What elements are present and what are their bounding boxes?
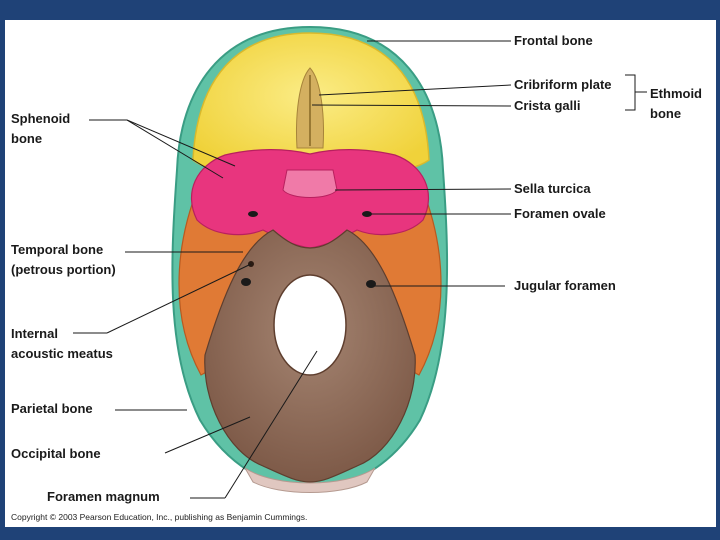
copyright-notice: Copyright © 2003 Pearson Education, Inc.… bbox=[11, 512, 308, 522]
label-sella-turcica: Sella turcica bbox=[514, 181, 591, 196]
jugular-foramen-right bbox=[366, 280, 376, 288]
label-ethmoid-bone: Ethmoid bone bbox=[650, 86, 702, 121]
label-sphenoid-bone: Sphenoid bone bbox=[11, 111, 71, 146]
diagram-panel: Frontal bone Cribriform plate Crista gal… bbox=[5, 20, 716, 527]
foramen-ovale-left bbox=[248, 211, 258, 217]
label-foramen-magnum: Foramen magnum bbox=[47, 489, 160, 504]
jugular-foramen-left bbox=[241, 278, 251, 286]
label-occipital-bone: Occipital bone bbox=[11, 446, 101, 461]
skull-base-diagram bbox=[73, 25, 647, 499]
leader-lines bbox=[73, 40, 647, 499]
label-internal-acoustic-meatus: Internal acoustic meatus bbox=[11, 326, 113, 361]
occipital-lower-band bbox=[244, 467, 376, 493]
label-parietal-bone: Parietal bone bbox=[11, 401, 93, 416]
label-frontal-bone: Frontal bone bbox=[514, 33, 593, 48]
foramen-magnum bbox=[273, 274, 347, 376]
label-temporal-bone: Temporal bone (petrous portion) bbox=[11, 242, 116, 277]
label-jugular-foramen: Jugular foramen bbox=[514, 278, 616, 293]
label-foramen-ovale: Foramen ovale bbox=[514, 206, 606, 221]
sella-turcica bbox=[282, 169, 338, 198]
label-cribriform-plate: Cribriform plate bbox=[514, 77, 612, 92]
sphenoid-bone bbox=[190, 149, 430, 249]
label-crista-galli: Crista galli bbox=[514, 98, 581, 113]
